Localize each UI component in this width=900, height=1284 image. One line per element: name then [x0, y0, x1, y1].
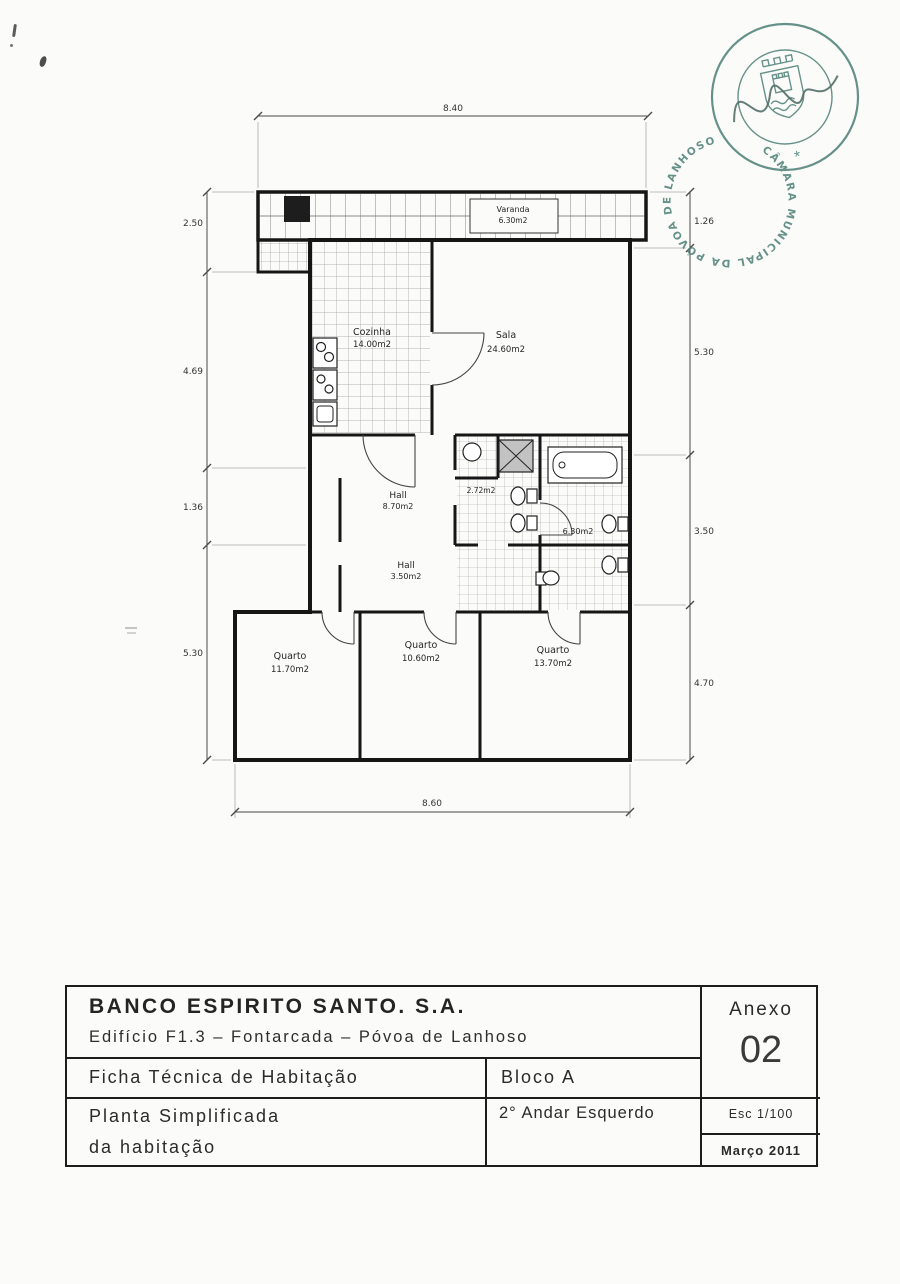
date-cell: Março 2011 — [702, 1133, 820, 1169]
company-name: BANCO ESPIRITO SANTO. S.A. — [89, 995, 466, 1018]
room-area-quarto1: 11.70m2 — [271, 665, 309, 675]
building-line: Edifício F1.3 – Fontarcada – Póvoa de La… — [89, 1028, 529, 1046]
date-label: Março 2011 — [720, 1143, 802, 1158]
annex-label: Anexo — [729, 999, 793, 1020]
doc-type-cell: Ficha Técnica de Habitação — [67, 1059, 485, 1097]
doc-type-label: Ficha Técnica de Habitação — [89, 1067, 359, 1087]
title-block-doc-row: Ficha Técnica de Habitação Bloco A — [67, 1057, 700, 1097]
room-label-hall-lower: Hall — [397, 561, 414, 571]
dim-left-3: 1.36 — [183, 503, 203, 513]
plan-title-line2: da habitação — [89, 1137, 217, 1157]
scan-artifact — [125, 627, 137, 629]
dim-left-4: 5.30 — [183, 649, 203, 659]
annex-number: 02 — [739, 1029, 783, 1071]
room-area-wc-large: 6.30m2 — [563, 527, 594, 536]
dim-right-3: 3.50 — [694, 527, 714, 537]
room-area-sala: 24.60m2 — [487, 345, 525, 355]
fixtures — [312, 337, 629, 586]
title-block: BANCO ESPIRITO SANTO. S.A. Edifício F1.3… — [65, 985, 820, 1167]
room-area-quarto3: 13.70m2 — [534, 659, 572, 669]
annex-cell: Anexo 02 — [702, 987, 820, 1097]
room-label-quarto1: Quarto — [274, 651, 307, 662]
door-arcs — [321, 332, 581, 645]
dim-bottom: 8.60 — [422, 799, 442, 809]
dim-right-4: 4.70 — [694, 679, 714, 689]
plan-title-cell: Planta Simplificada da habitação — [67, 1099, 485, 1167]
title-block-plan-row: Planta Simplificada da habitação 2° Anda… — [67, 1097, 700, 1167]
dim-right-2: 5.30 — [694, 348, 714, 358]
floor-label: 2° Andar Esquerdo — [499, 1104, 655, 1122]
room-area-quarto2: 10.60m2 — [402, 654, 440, 664]
room-area-hall-upper: 8.70m2 — [383, 502, 414, 511]
dim-right-1: 1.26 — [694, 217, 714, 227]
stamp-star: * — [793, 148, 803, 166]
room-label-quarto2: Quarto — [405, 640, 438, 651]
dim-top: 8.40 — [443, 104, 463, 114]
title-block-header-row: BANCO ESPIRITO SANTO. S.A. Edifício F1.3… — [67, 987, 700, 1057]
scale-cell: Esc 1/100 — [702, 1097, 820, 1133]
dim-left-1: 2.50 — [183, 219, 203, 229]
room-area-hall-lower: 3.50m2 — [391, 572, 422, 581]
room-label-sala: Sala — [496, 330, 516, 341]
signature — [733, 75, 839, 123]
dim-left-2: 4.69 — [183, 367, 203, 377]
room-label-varanda: Varanda — [497, 205, 530, 214]
municipal-stamp: CÂMARA MUNICIPAL DA PÓVOA DE LANHOSO * — [649, 22, 860, 282]
coat-of-arms-icon — [759, 53, 805, 119]
room-area-wc-small: 2.72m2 — [467, 486, 496, 495]
scale-label: Esc 1/100 — [728, 1107, 794, 1121]
room-label-quarto3: Quarto — [537, 645, 570, 656]
room-area-cozinha: 14.00m2 — [353, 340, 391, 350]
room-area-varanda: 6.30m2 — [499, 216, 528, 225]
plan-title-line1: Planta Simplificada — [89, 1106, 281, 1126]
scan-artifact — [127, 632, 136, 634]
title-block-annex-column: Anexo 02 Esc 1/100 Março 2011 — [700, 987, 820, 1165]
floor-cell: 2° Andar Esquerdo — [485, 1099, 700, 1167]
block-cell: Bloco A — [485, 1059, 700, 1097]
title-block-main: BANCO ESPIRITO SANTO. S.A. Edifício F1.3… — [67, 987, 700, 1167]
room-label-cozinha: Cozinha — [353, 327, 391, 338]
scan-artifact — [10, 44, 13, 47]
dimension-lines — [202, 111, 695, 818]
block-label: Bloco A — [501, 1067, 577, 1087]
room-label-hall-upper: Hall — [389, 491, 406, 501]
